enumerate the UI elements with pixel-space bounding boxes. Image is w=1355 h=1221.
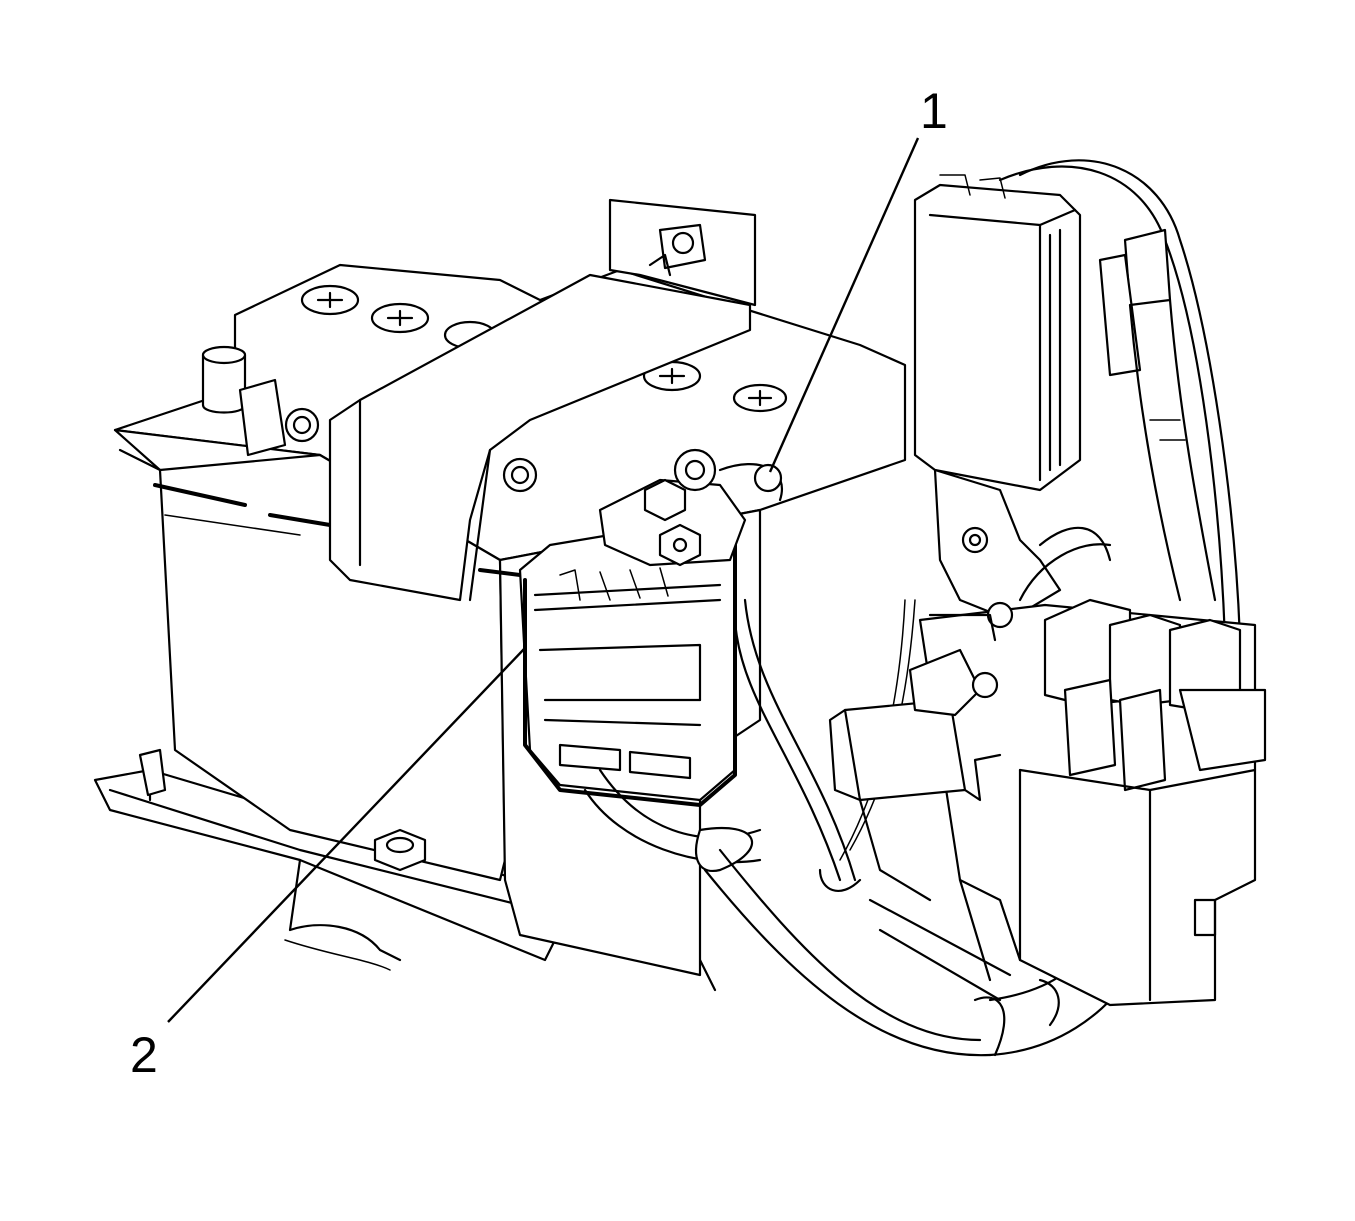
- fuse-block: [828, 159, 1267, 1007]
- leader-line-1: [768, 137, 920, 473]
- battery-sensor-module: [518, 448, 783, 807]
- battery-case: [113, 198, 907, 977]
- leader-lines: [167, 137, 920, 1023]
- callout-2: 2: [130, 1027, 158, 1083]
- callout-1: 1: [920, 83, 948, 139]
- leader-line-2: [167, 647, 526, 1023]
